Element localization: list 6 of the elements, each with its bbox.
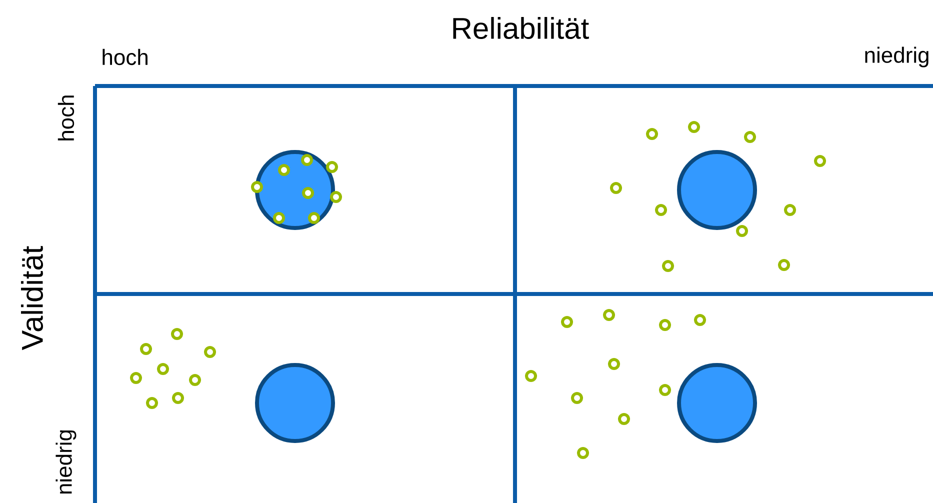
axis-label: niedrig: [56, 430, 76, 494]
axis-title: Validität: [21, 246, 44, 350]
axis-label: niedrig: [865, 46, 928, 68]
axis-label: hoch: [102, 48, 148, 66]
axis-title: Reliabilität: [453, 16, 589, 40]
axis-label: hoch: [58, 96, 74, 140]
